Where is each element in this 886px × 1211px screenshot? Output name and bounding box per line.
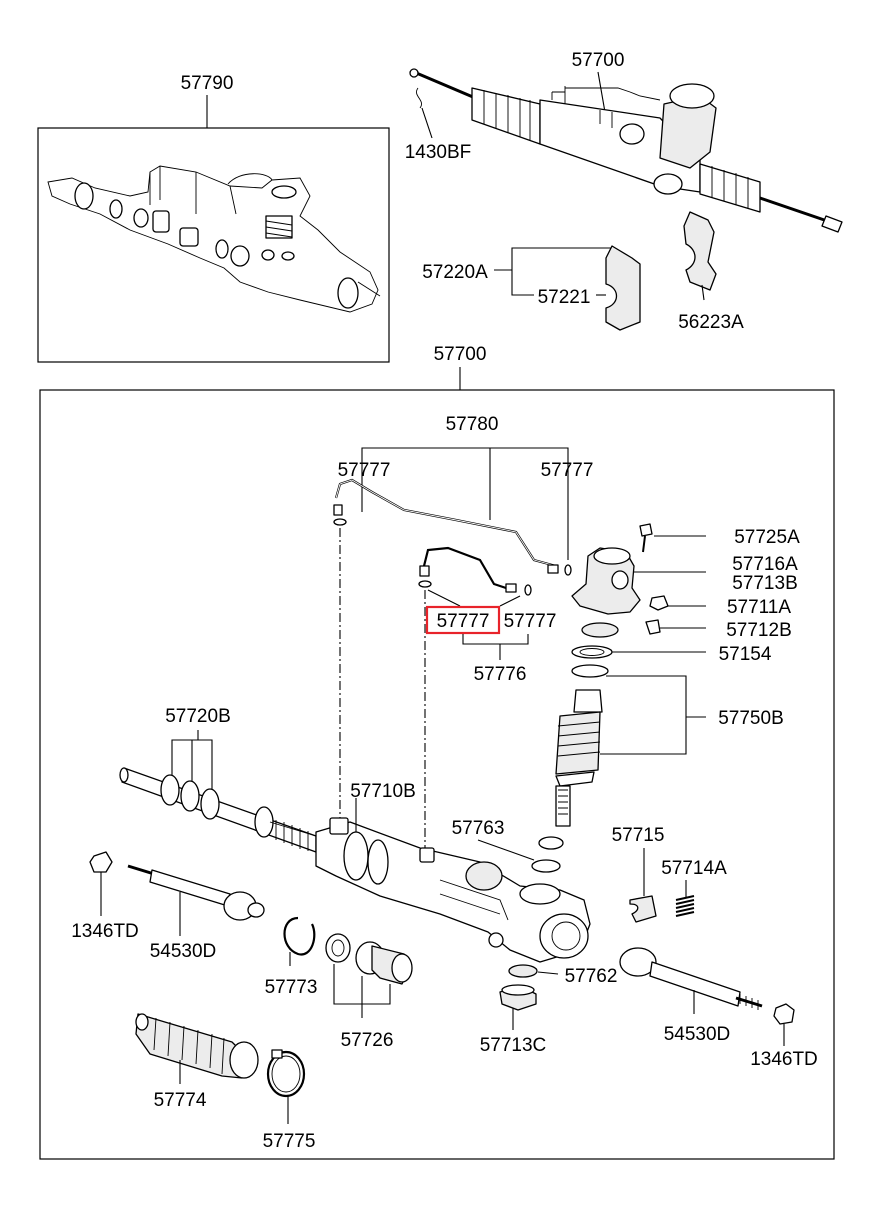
label-57726: 57726 bbox=[341, 1030, 394, 1051]
tube-set-57780: 57780 57777 57777 bbox=[333, 414, 594, 596]
label-57750B: 57750B bbox=[718, 708, 784, 729]
snap-ring-group: 57773 bbox=[265, 916, 318, 998]
clip-icon bbox=[416, 87, 422, 109]
label-57780: 57780 bbox=[446, 414, 499, 435]
bracket-57221-icon bbox=[605, 245, 641, 331]
label-57154: 57154 bbox=[719, 644, 772, 665]
seal-57154-icon bbox=[571, 645, 613, 659]
nut-left-icon bbox=[89, 851, 113, 873]
inset-57790: 57790 bbox=[37, 73, 390, 363]
label-56223A: 56223A bbox=[678, 312, 744, 333]
label-57715: 57715 bbox=[612, 825, 665, 846]
boot-right-icon bbox=[699, 163, 761, 213]
housing-bore-icon bbox=[539, 913, 589, 959]
yoke-spring-group: 57715 57714A bbox=[612, 825, 727, 923]
oring-right-icon bbox=[564, 564, 572, 576]
tie-rod-right-joint-icon bbox=[619, 947, 657, 977]
label-57777-right: 57777 bbox=[541, 460, 594, 481]
label-57777-mid: 57777 bbox=[504, 611, 557, 632]
label-57700-main: 57700 bbox=[434, 344, 487, 365]
main-assembly-box: 57700 bbox=[39, 344, 835, 1160]
nut-57711A-icon bbox=[649, 595, 669, 611]
label-57711A: 57711A bbox=[727, 597, 791, 618]
inset-box-frame bbox=[37, 127, 390, 363]
label-57790: 57790 bbox=[181, 73, 234, 94]
gear-housing-group: 57710B 57763 bbox=[119, 528, 591, 963]
label-57713B: 57713B bbox=[732, 573, 798, 594]
end-ring-icon bbox=[337, 277, 359, 309]
clip-1430BF: 1430BF bbox=[405, 87, 472, 163]
yoke-icon bbox=[629, 895, 657, 923]
bushing-57726-icon bbox=[325, 933, 351, 963]
snap-ring-icon bbox=[109, 199, 123, 219]
seal-57154-group: 57154 bbox=[571, 644, 772, 665]
assembly-57700-top: 57700 bbox=[409, 50, 843, 233]
washer-icon bbox=[133, 208, 149, 228]
label-57774: 57774 bbox=[154, 1090, 207, 1111]
label-57714A: 57714A bbox=[661, 858, 727, 879]
brackets-group: 57220A 57221 56223A bbox=[422, 211, 744, 333]
label-54530D-right: 54530D bbox=[664, 1024, 731, 1045]
bolt-icon bbox=[639, 523, 653, 537]
bushing-set-group: 57726 bbox=[325, 933, 413, 1051]
bushing-icon bbox=[531, 859, 561, 873]
spring-57714A-icon bbox=[675, 895, 695, 917]
clamp-icon bbox=[266, 1050, 306, 1098]
rack-seals-group: 57720B bbox=[165, 706, 231, 790]
label-57762: 57762 bbox=[565, 966, 618, 987]
main-box-frame bbox=[39, 389, 835, 1160]
label-1430BF: 1430BF bbox=[405, 142, 472, 163]
valve-housing-group: 57725A 57716A 57713B 57711A 57712B bbox=[571, 523, 800, 641]
valve-cap-icon bbox=[669, 83, 715, 109]
bearing-icon bbox=[230, 245, 250, 267]
label-57720B: 57720B bbox=[165, 706, 231, 727]
label-57773: 57773 bbox=[265, 977, 318, 998]
pinion-shaft-icon bbox=[555, 785, 571, 827]
bracket-56223A-icon bbox=[683, 211, 717, 291]
label-57700-top: 57700 bbox=[572, 50, 625, 71]
bearing-57712-icon bbox=[581, 622, 619, 638]
left-tie-rod-group: 1346TD 54530D bbox=[71, 851, 265, 962]
label-57777-left: 57777 bbox=[338, 460, 391, 481]
label-57776: 57776 bbox=[474, 664, 527, 685]
label-57713C: 57713C bbox=[480, 1035, 547, 1056]
right-tie-rod-group: 54530D 1346TD bbox=[619, 947, 818, 1070]
label-57710B: 57710B bbox=[350, 781, 416, 802]
spring-icon bbox=[265, 215, 293, 239]
tube-short-group: 57777 57777 57776 bbox=[425, 589, 557, 685]
label-1346TD-left: 1346TD bbox=[71, 921, 139, 942]
label-54530D-left: 54530D bbox=[150, 941, 217, 962]
label-57725A: 57725A bbox=[734, 527, 800, 548]
label-57777-highlight: 57777 bbox=[437, 611, 490, 632]
oring-icon bbox=[74, 182, 94, 210]
oring-left-icon bbox=[333, 518, 347, 526]
nut-57712B-icon bbox=[645, 619, 661, 635]
label-57716A: 57716A bbox=[732, 554, 798, 575]
label-57220A: 57220A bbox=[422, 262, 488, 283]
label-1346TD-right: 1346TD bbox=[750, 1049, 818, 1070]
snap-ring-57773-icon bbox=[283, 916, 316, 956]
bellows-group: 57774 bbox=[135, 1013, 259, 1111]
bellows-icon bbox=[135, 1013, 251, 1079]
label-57712B: 57712B bbox=[726, 620, 792, 641]
valve-body-group: 57750B bbox=[538, 664, 784, 850]
label-57775: 57775 bbox=[263, 1131, 316, 1152]
label-57221: 57221 bbox=[538, 287, 591, 308]
highlight-box bbox=[425, 605, 501, 635]
valve-body-icon bbox=[555, 711, 601, 775]
clamp-group: 57775 bbox=[263, 1049, 316, 1152]
rack-bar-icon bbox=[121, 767, 317, 853]
dust-seal-icon bbox=[508, 964, 538, 978]
label-57763: 57763 bbox=[452, 818, 505, 839]
dust-seal-group: 57762 57713C bbox=[480, 964, 618, 1056]
nut-right-icon bbox=[773, 1003, 795, 1025]
